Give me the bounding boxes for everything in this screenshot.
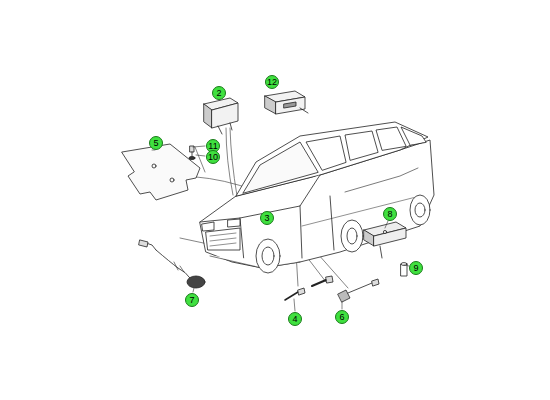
- sensor-with-lead: [139, 240, 205, 288]
- callout-number: 10: [206, 150, 220, 164]
- callout-number: 7: [185, 293, 199, 307]
- relay-box: [204, 98, 238, 134]
- control-module: [265, 91, 308, 114]
- callout-number: 5: [149, 136, 163, 150]
- callout-leaders: [152, 100, 409, 311]
- callout-number: 6: [335, 310, 349, 324]
- callout-number: 12: [265, 75, 279, 89]
- bolt-and-nut: [189, 146, 195, 160]
- mounting-plate: [122, 144, 200, 200]
- sensor: [338, 279, 379, 302]
- callout-number: 2: [212, 86, 226, 100]
- wheels: [256, 195, 430, 273]
- callout-number: 4: [288, 312, 302, 326]
- suv-body: [200, 122, 434, 268]
- callout-number: 8: [383, 207, 397, 221]
- bracket: [364, 222, 406, 258]
- plug: [401, 263, 407, 276]
- bolts: [285, 276, 333, 300]
- callout-number: 3: [260, 211, 274, 225]
- callout-number: 9: [409, 261, 423, 275]
